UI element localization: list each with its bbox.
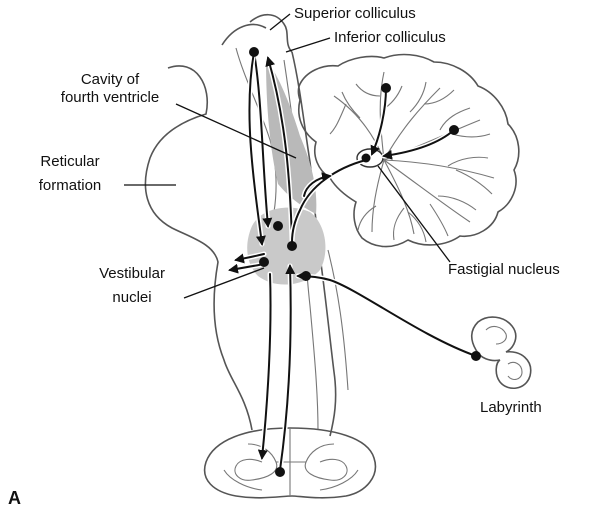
spinal-cord-section (205, 428, 376, 498)
fastigial-neuron (362, 154, 371, 163)
label-cavity-line1: Cavity of (81, 71, 140, 88)
label-labyrinth: Labyrinth (480, 399, 542, 416)
label-cavity-line2: fourth ventricle (61, 89, 159, 106)
cerebellar-cortex-neuron-2 (449, 125, 459, 135)
label-superior-colliculus: Superior colliculus (294, 5, 416, 22)
label-reticular-line2: formation (39, 177, 102, 194)
vestibular-neuron-2 (287, 241, 297, 251)
labyrinth-shape (472, 317, 531, 388)
vestibular-neuron-1 (273, 221, 283, 231)
vestibular-neuron-3 (259, 257, 269, 267)
panel-label: A (8, 488, 21, 508)
labyrinth-neuron (471, 351, 481, 361)
label-fastigial-nucleus: Fastigial nucleus (448, 261, 560, 278)
label-vestibular-line2: nuclei (112, 289, 151, 306)
colliculus-neuron (249, 47, 259, 57)
spinal-neuron (275, 467, 285, 477)
cerebellar-cortex-neuron (381, 83, 391, 93)
label-inferior-colliculus: Inferior colliculus (334, 29, 446, 46)
label-vestibular-line1: Vestibular (99, 265, 165, 282)
vestibular-neuron-4 (301, 271, 311, 281)
label-reticular-line1: Reticular (40, 153, 99, 170)
